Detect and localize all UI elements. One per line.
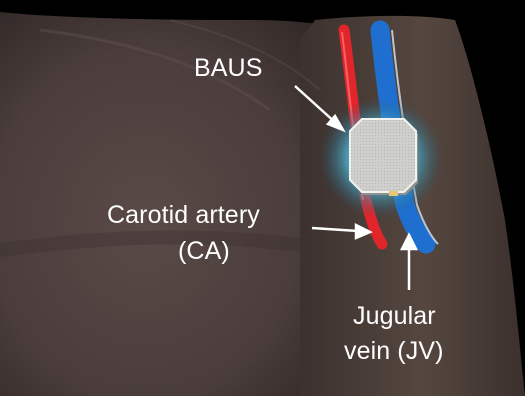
device-connector <box>389 191 398 196</box>
jugular-vein-abbrev-label: vein (JV) <box>344 336 444 367</box>
baus-label: BAUS <box>194 53 262 84</box>
jugular-vein-label: Jugular <box>353 301 436 332</box>
baus-device <box>350 119 418 196</box>
carotid-artery-label: Carotid artery <box>107 200 260 231</box>
carotid-artery-abbrev-label: (CA) <box>178 236 230 267</box>
